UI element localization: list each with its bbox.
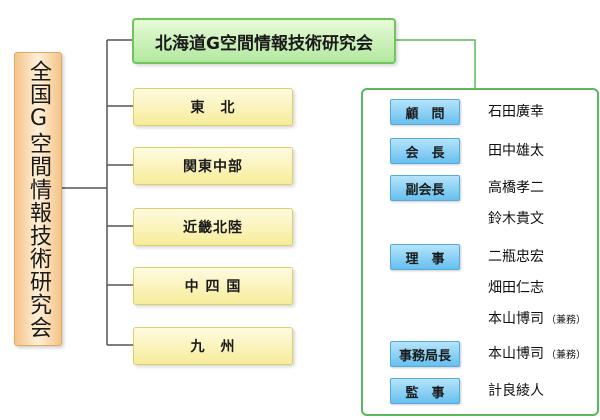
officers-connector xyxy=(392,39,476,88)
officer-name-auditor: 計良綾人 xyxy=(488,383,544,399)
branch-kyushu: 九 州 xyxy=(133,327,293,365)
branch-label: 近畿北陸 xyxy=(183,220,243,236)
role-label: 会 長 xyxy=(405,145,445,161)
root-organization-box: 全国G空間情報技術研究会 xyxy=(14,52,62,346)
branch-kanto-chubu: 関東中部 xyxy=(133,147,293,185)
role-director: 理 事 xyxy=(390,244,460,270)
officer-name-vice-president-2: 鈴木貴文 xyxy=(488,211,544,227)
role-label: 事務局長 xyxy=(398,348,451,364)
officer-name-vice-president-1: 高橋孝二 xyxy=(488,180,544,196)
role-secretary-general: 事務局長 xyxy=(390,341,460,367)
officer-name-advisor: 石田廣幸 xyxy=(488,104,544,120)
concurrent-note: （兼務） xyxy=(546,314,586,326)
concurrent-note: （兼務） xyxy=(546,349,586,361)
role-auditor: 監 事 xyxy=(390,378,460,404)
role-advisor: 顧 問 xyxy=(390,99,460,125)
role-label: 顧 問 xyxy=(405,106,445,122)
role-label: 副会長 xyxy=(405,182,445,198)
branch-label: 関東中部 xyxy=(183,159,243,175)
branch-label: 東 北 xyxy=(190,100,236,116)
officer-name-director-1: 二瓶忠宏 xyxy=(488,249,544,265)
role-label: 理 事 xyxy=(405,251,445,267)
headquarters-label: 北海道G空間情報技術研究会 xyxy=(155,33,373,54)
branch-kinki-hokuriku: 近畿北陸 xyxy=(133,208,293,246)
root-organization-label: 全国G空間情報技術研究会 xyxy=(26,59,51,339)
officer-name-director-3: 本山博司（兼務） xyxy=(488,311,586,327)
branch-label: 九 州 xyxy=(190,339,236,355)
role-vice-president: 副会長 xyxy=(390,175,460,201)
role-president: 会 長 xyxy=(390,138,460,164)
officer-name-secretary-general: 本山博司（兼務） xyxy=(488,346,586,362)
officer-name-president: 田中雄太 xyxy=(488,143,544,159)
headquarters-box: 北海道G空間情報技術研究会 xyxy=(132,18,396,64)
branch-tohoku: 東 北 xyxy=(133,88,293,126)
officer-name-director-2: 畑田仁志 xyxy=(488,280,544,296)
branch-chushikoku: 中 四 国 xyxy=(133,267,293,305)
role-label: 監 事 xyxy=(405,385,445,401)
branch-label: 中 四 国 xyxy=(184,279,242,295)
